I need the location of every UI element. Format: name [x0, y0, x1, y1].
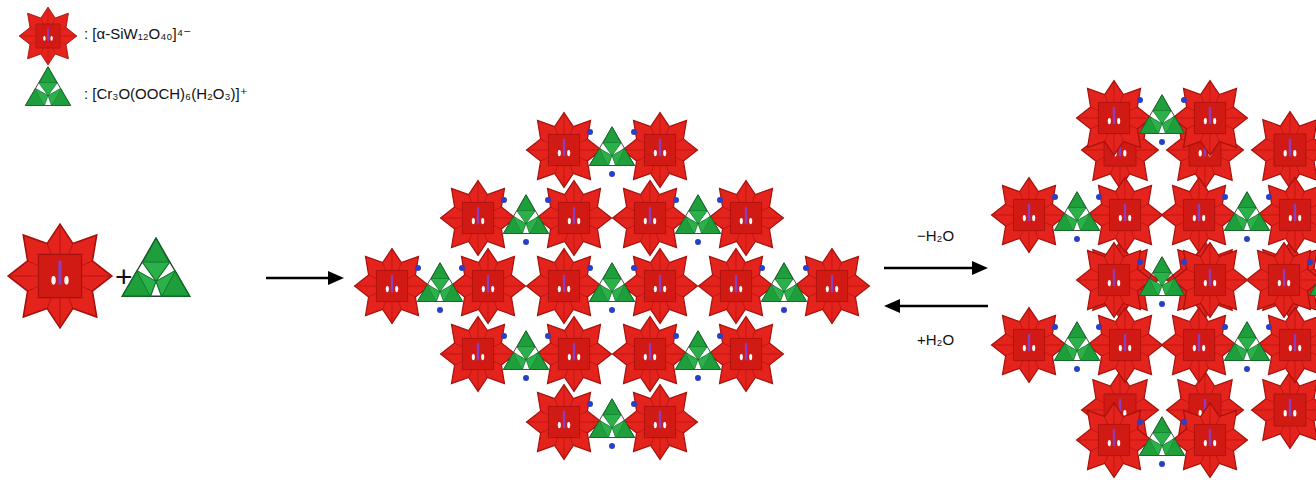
- porous-framework: [355, 113, 870, 460]
- keggin-icon: [19, 7, 77, 65]
- legend-text: : [α-SiW₁₂O₄₀]⁴⁻: [84, 25, 191, 43]
- arrow-label: +H₂O: [915, 331, 956, 349]
- chromium-trimer-icon: [26, 67, 71, 106]
- reaction-arrow: [266, 271, 344, 285]
- plus-sign: +: [115, 259, 133, 295]
- arrow-label: −H₂O: [915, 227, 956, 245]
- equilibrium-arrows: [884, 261, 988, 313]
- keggin-anion: [8, 224, 112, 328]
- legend-text: : [Cr₃O(OOCH)₆(H₂O₃)]⁺: [84, 85, 248, 103]
- dense-framework: [992, 81, 1316, 478]
